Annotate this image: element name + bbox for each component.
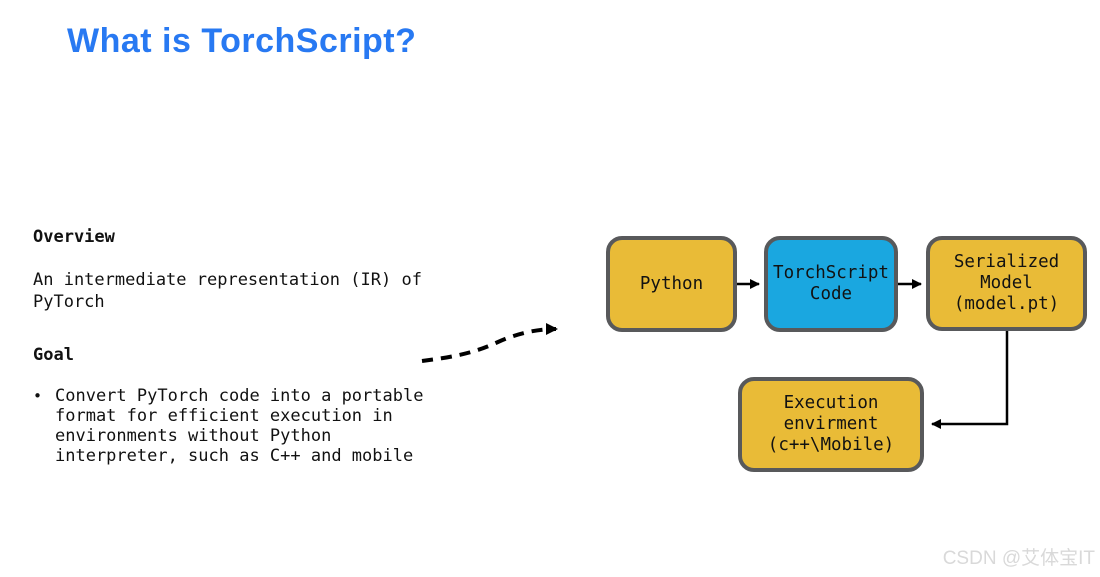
goal-bullet-item: • Convert PyTorch code into a portable f… (33, 386, 423, 466)
arrow-serialized-to-execution (931, 331, 1009, 429)
overview-body: An intermediate representation (IR) of P… (33, 270, 422, 312)
diagram-node-execution-environment: Execution envirment (c++\Mobile) (738, 377, 924, 472)
diagram-node-python: Python (606, 236, 737, 332)
page-title: What is TorchScript? (67, 22, 417, 60)
watermark: CSDN @艾体宝IT (942, 548, 1095, 569)
bullet-icon: • (33, 387, 43, 405)
overview-heading: Overview (33, 227, 115, 247)
goal-bullet-text: Convert PyTorch code into a portable for… (55, 386, 424, 466)
diagram-node-torchscript-code: TorchScript Code (764, 236, 898, 332)
goal-heading: Goal (33, 345, 74, 365)
diagram-node-serialized-model: Serialized Model (model.pt) (926, 236, 1087, 331)
dashed-annotation-arrow (421, 323, 558, 363)
